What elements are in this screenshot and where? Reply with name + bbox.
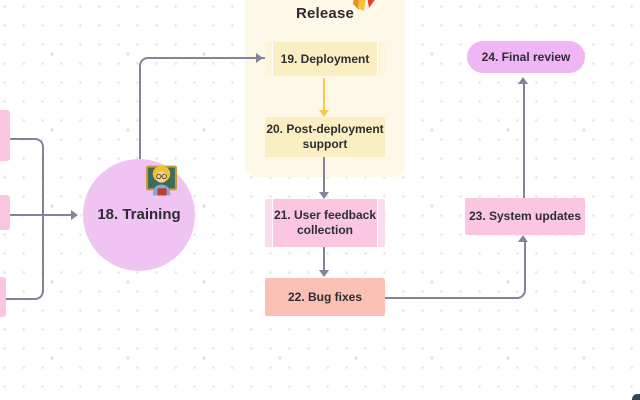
arrowhead-into-training (71, 210, 78, 220)
arrowhead-into-deployment (256, 53, 263, 63)
arrowhead-into-bugfixes (319, 270, 329, 277)
stub-node-middle[interactable] (0, 195, 10, 230)
node-24-label: 24. Final review (481, 49, 571, 64)
edge-stub-top-to-junction[interactable] (10, 138, 44, 217)
node-19-label: 19. Deployment (280, 51, 370, 66)
edge-postdeployment-to-feedback[interactable] (323, 157, 325, 192)
arrowhead-into-postdeployment (319, 110, 329, 117)
node-22-bug-fixes[interactable]: 22. Bug fixes (265, 278, 385, 316)
edge-junction-to-training[interactable] (10, 214, 71, 216)
node-22-label: 22. Bug fixes (287, 289, 363, 304)
node-19-deployment[interactable]: 19. Deployment (265, 42, 385, 76)
node-23-system-updates[interactable]: 23. System updates (465, 198, 585, 235)
panel-corner (632, 394, 640, 400)
edge-training-to-deployment[interactable] (139, 57, 265, 162)
node-18-training[interactable]: 18. Training (83, 159, 195, 271)
frame-title[interactable]: Release (295, 5, 355, 22)
node-23-label: 23. System updates (468, 209, 582, 223)
node-20-post-deployment-support[interactable]: 20. Post-deployment support (265, 117, 385, 157)
edge-stub-bottom-to-junction[interactable] (5, 214, 44, 300)
stub-node-bottom[interactable] (0, 277, 6, 317)
node-20-label: 20. Post-deployment support (266, 122, 384, 151)
edge-deployment-to-postdeployment[interactable] (323, 78, 325, 111)
arrowhead-into-finalreview (518, 77, 528, 84)
edge-systemupdates-to-finalreview[interactable] (523, 84, 525, 198)
arrowhead-into-feedback (319, 192, 329, 199)
node-18-label: 18. Training (97, 205, 181, 223)
node-24-final-review[interactable]: 24. Final review (467, 41, 585, 73)
node-21-user-feedback-collection[interactable]: 21. User feedback collection (265, 199, 385, 247)
node-21-label: 21. User feedback collection (273, 208, 377, 237)
edge-feedback-to-bugfixes[interactable] (323, 247, 325, 270)
edge-bugfixes-to-systemupdates[interactable] (385, 241, 526, 299)
arrowhead-into-systemupdates (518, 235, 528, 242)
stub-node-top[interactable] (0, 110, 10, 161)
